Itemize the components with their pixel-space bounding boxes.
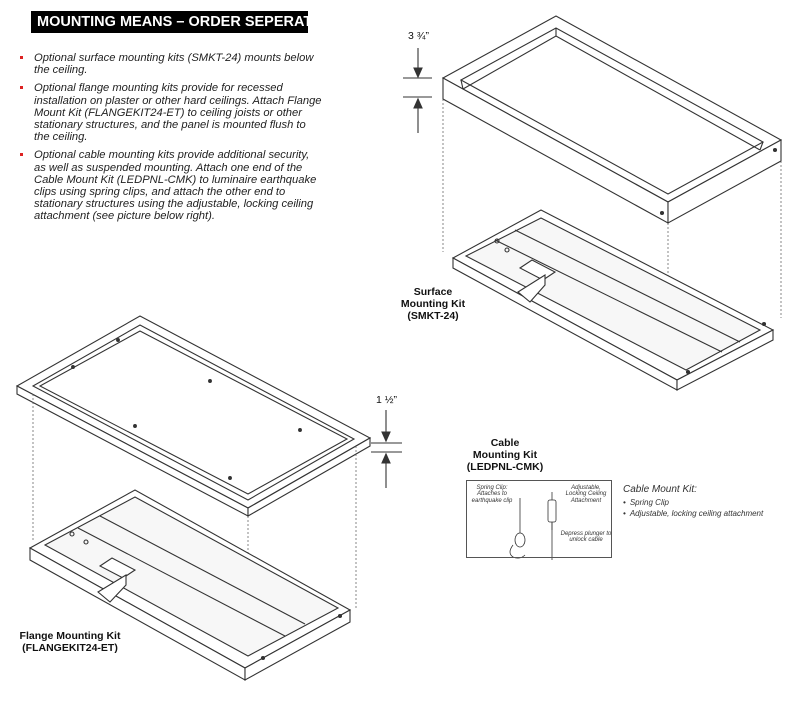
- surface-dimension: 3 ¾”: [408, 30, 430, 42]
- flange-kit-label: Flange Mounting Kit (FLANGEKIT24-ET): [15, 630, 125, 654]
- cable-kit-item-text: Spring Clip: [629, 498, 669, 507]
- bullet-marker: [20, 153, 23, 157]
- section-header: MOUNTING MEANS – ORDER SEPERATATLY: [31, 11, 347, 33]
- spring-clip-callout: Spring Clip: Attaches to earthquake clip: [471, 485, 513, 504]
- bullet-list: Optional surface mounting kits (SMKT-24)…: [19, 52, 324, 229]
- surface-label-line3: (SMKT-24): [407, 310, 459, 322]
- depress-plunger-callout: Depress plunger to unlock cable: [560, 531, 612, 544]
- surface-kit-label: Surface Mounting Kit (SMKT-24): [398, 286, 468, 322]
- surface-label-line1: Surface: [413, 286, 453, 298]
- surface-label-line2: Mounting Kit: [400, 298, 466, 310]
- surface-panel: [451, 209, 775, 391]
- cable-kit-label: Cable Mounting Kit (LEDPNL-CMK): [463, 437, 547, 473]
- flange-label-line2: (FLANGEKIT24-ET): [22, 642, 118, 654]
- cable-kit-list: •Spring Clip •Adjustable, locking ceilin…: [623, 497, 763, 519]
- bullet-cable: Optional cable mounting kits provide add…: [19, 149, 324, 222]
- bullet-flange: Optional flange mounting kits provide fo…: [19, 82, 324, 143]
- bullet-marker: [20, 56, 23, 59]
- cable-kit-item-text: Adjustable, locking ceiling attachment: [629, 509, 764, 518]
- bullet-surface: Optional surface mounting kits (SMKT-24)…: [19, 52, 324, 76]
- cable-kit-title: Cable Mount Kit:: [623, 484, 697, 495]
- cable-label-line2: Mounting Kit: [472, 449, 538, 461]
- cable-label-line3: (LEDPNL-CMK): [466, 461, 544, 473]
- bullet-marker: [20, 86, 23, 90]
- cable-kit-item: •Adjustable, locking ceiling attachment: [623, 509, 764, 518]
- flange-dimension: 1 ½”: [376, 394, 398, 406]
- cable-kit-figure: Spring Clip: Attaches to earthquake clip…: [466, 480, 612, 558]
- bullet-text: Optional flange mounting kits provide fo…: [34, 82, 322, 144]
- bullet-text: Optional surface mounting kits (SMKT-24)…: [34, 52, 314, 77]
- adjustable-attachment-callout: Adjustable, Locking Ceiling Attachment: [565, 485, 607, 504]
- cable-label-line1: Cable: [490, 437, 520, 449]
- flange-panel: [28, 489, 352, 681]
- flange-label-line1: Flange Mounting Kit: [19, 630, 121, 642]
- flange-dimension-marks: [371, 410, 402, 488]
- surface-frame: [441, 15, 783, 224]
- flange-frame: [15, 315, 372, 517]
- surface-dimension-marks: [403, 48, 432, 133]
- cable-kit-drawing: [509, 492, 557, 560]
- cable-kit-item: •Spring Clip: [623, 498, 669, 507]
- bullet-text: Optional cable mounting kits provide add…: [34, 149, 317, 223]
